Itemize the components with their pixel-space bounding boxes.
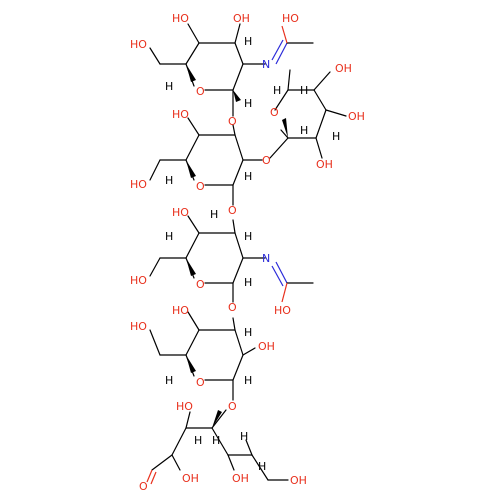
atom-label-hydrogen: H (244, 276, 252, 289)
atom-label-oxygen: O (196, 278, 205, 291)
atom-label-ho: HO (172, 108, 189, 121)
imidate-2-bonds (271, 261, 314, 303)
atom-labels: HO OH HO N HO O O H H H OH OH OH O O H H… (130, 12, 365, 493)
atom-label-oxygen: O (270, 106, 279, 119)
atom-label-oxygen: O (228, 115, 237, 128)
atom-label-oh: OH (182, 472, 199, 485)
atom-label-hydrogen: H (244, 374, 252, 387)
atom-label-hydrogen: H (244, 230, 252, 243)
atom-label-oh: OH (290, 474, 307, 487)
atom-label-oh: OH (348, 110, 365, 123)
atom-label-hydrogen: H (210, 208, 218, 221)
ring-3-bonds (149, 215, 266, 303)
atom-label-hydrogen: H (240, 430, 248, 443)
atom-label-oxygen: O (262, 154, 271, 167)
atom-label-hydrogen: H (244, 326, 252, 339)
open-chain-bonds (146, 409, 289, 485)
ring-2-bonds (149, 117, 263, 206)
atom-label-ho: HO (176, 400, 193, 413)
atom-label-hydrogen: H (332, 130, 340, 143)
atom-label-oxygen: O (228, 204, 237, 217)
atom-label-hydrogen: H (194, 434, 202, 447)
atom-label-oh: OH (232, 472, 249, 485)
atom-label-hydrogen: H (212, 434, 220, 447)
atom-label-ho: HO (282, 12, 299, 25)
atom-label-oxygen: O (196, 85, 205, 98)
atom-label-hydrogen: H (244, 97, 252, 110)
atom-label-oh: OH (316, 158, 333, 171)
atom-label-nitrogen: N (262, 58, 270, 71)
atom-label-hydrogen: H (258, 460, 266, 473)
atom-label-oxygen: O (139, 480, 148, 493)
atom-label-ho: HO (130, 320, 147, 333)
atom-label-oxygen: O (196, 376, 205, 389)
atom-label-hydrogen: H (165, 174, 173, 187)
atom-label-nitrogen: N (262, 252, 270, 265)
fucose-ring-bonds (269, 69, 347, 159)
atom-label-oh: OH (258, 340, 275, 353)
atom-label-ho: HO (130, 274, 147, 287)
atom-label-ho: HO (172, 12, 189, 25)
atom-label-ho: HO (130, 178, 147, 191)
atom-label-oxygen: O (196, 180, 205, 193)
atom-label-ho: HO (130, 38, 147, 51)
atom-label-hydrogen: H (244, 170, 252, 183)
atom-label-ho: HO (172, 206, 189, 219)
atom-label-oh: OH (233, 12, 250, 25)
atom-label-oxygen: O (228, 400, 237, 413)
atom-label-ho: HO (172, 304, 189, 317)
atom-label-oxygen: O (228, 301, 237, 314)
atom-label-hydrogen: H (300, 124, 308, 137)
atom-label-hydrogen: H (165, 230, 173, 243)
atom-label-hydrogen: H (165, 374, 173, 387)
atom-label-oh: OH (335, 62, 352, 75)
imidate-1-bonds (271, 25, 314, 65)
atom-label-hydrogen: H (165, 80, 173, 93)
atom-label-hydrogen: H (244, 35, 252, 48)
stereo-wedges (186, 64, 288, 428)
atom-label-hydrogen: H (300, 84, 308, 97)
atom-label-ho: HO (274, 304, 291, 317)
atom-label-hydrogen: H (273, 84, 281, 97)
